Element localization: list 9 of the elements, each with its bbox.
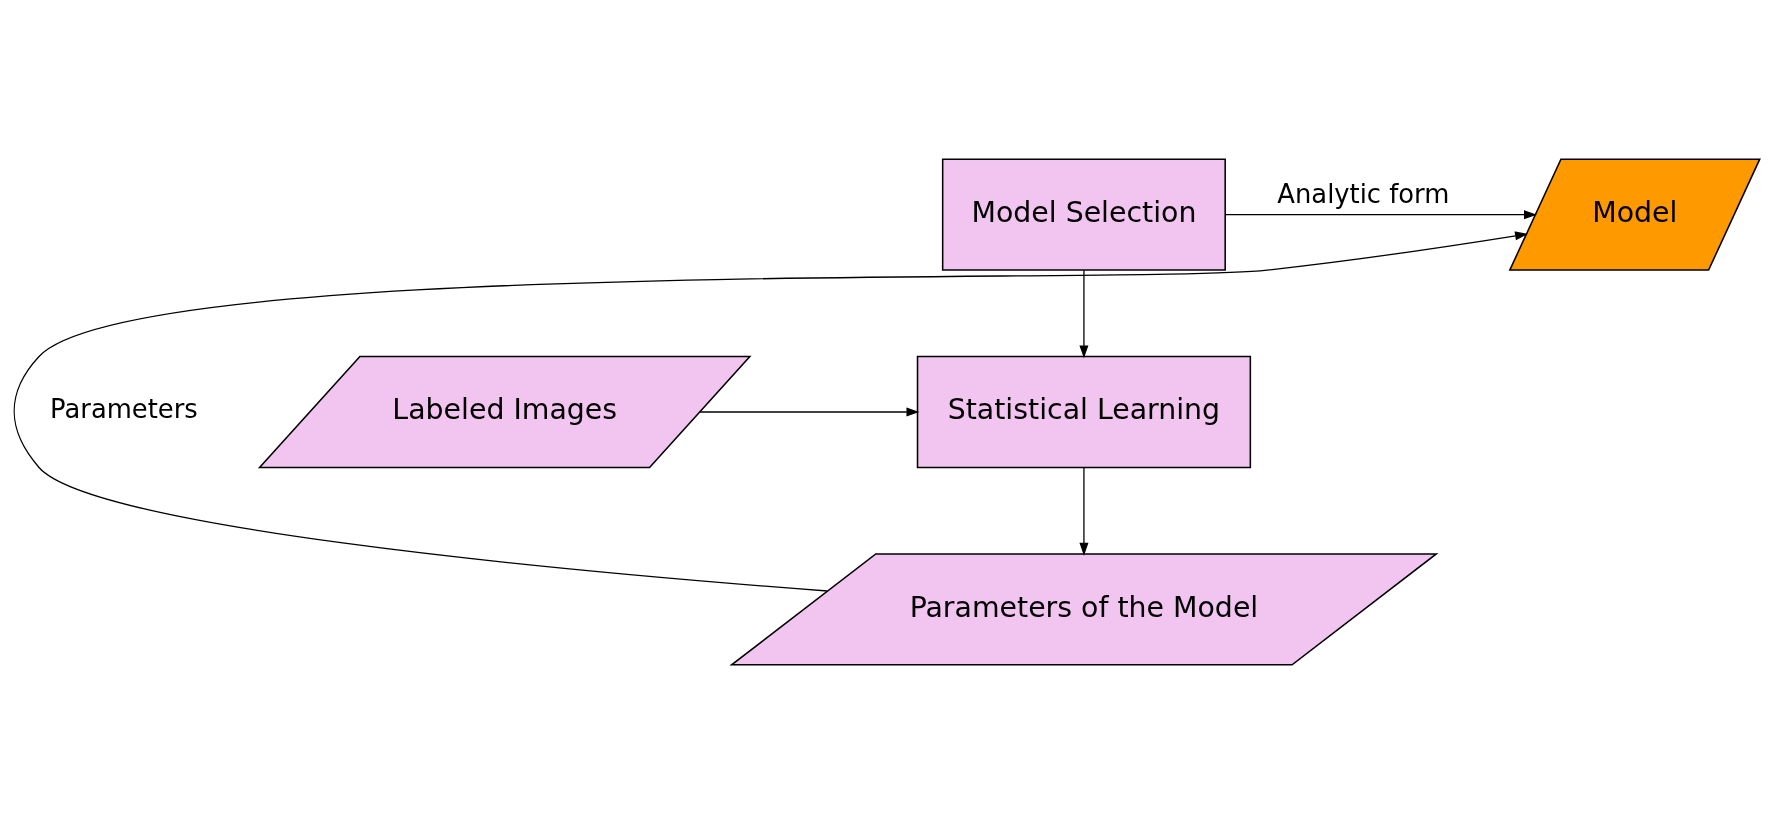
edge-label: Analytic form — [1276, 178, 1449, 209]
node-box: Statistical Learning — [916, 355, 1251, 468]
arrow — [1078, 466, 1088, 556]
node-box: Model Selection — [941, 157, 1226, 271]
edge-label: Parameters — [49, 393, 198, 424]
arrow — [13, 230, 1528, 592]
arrow — [1224, 209, 1537, 219]
arrow — [1078, 269, 1088, 358]
arrow — [698, 407, 919, 416]
